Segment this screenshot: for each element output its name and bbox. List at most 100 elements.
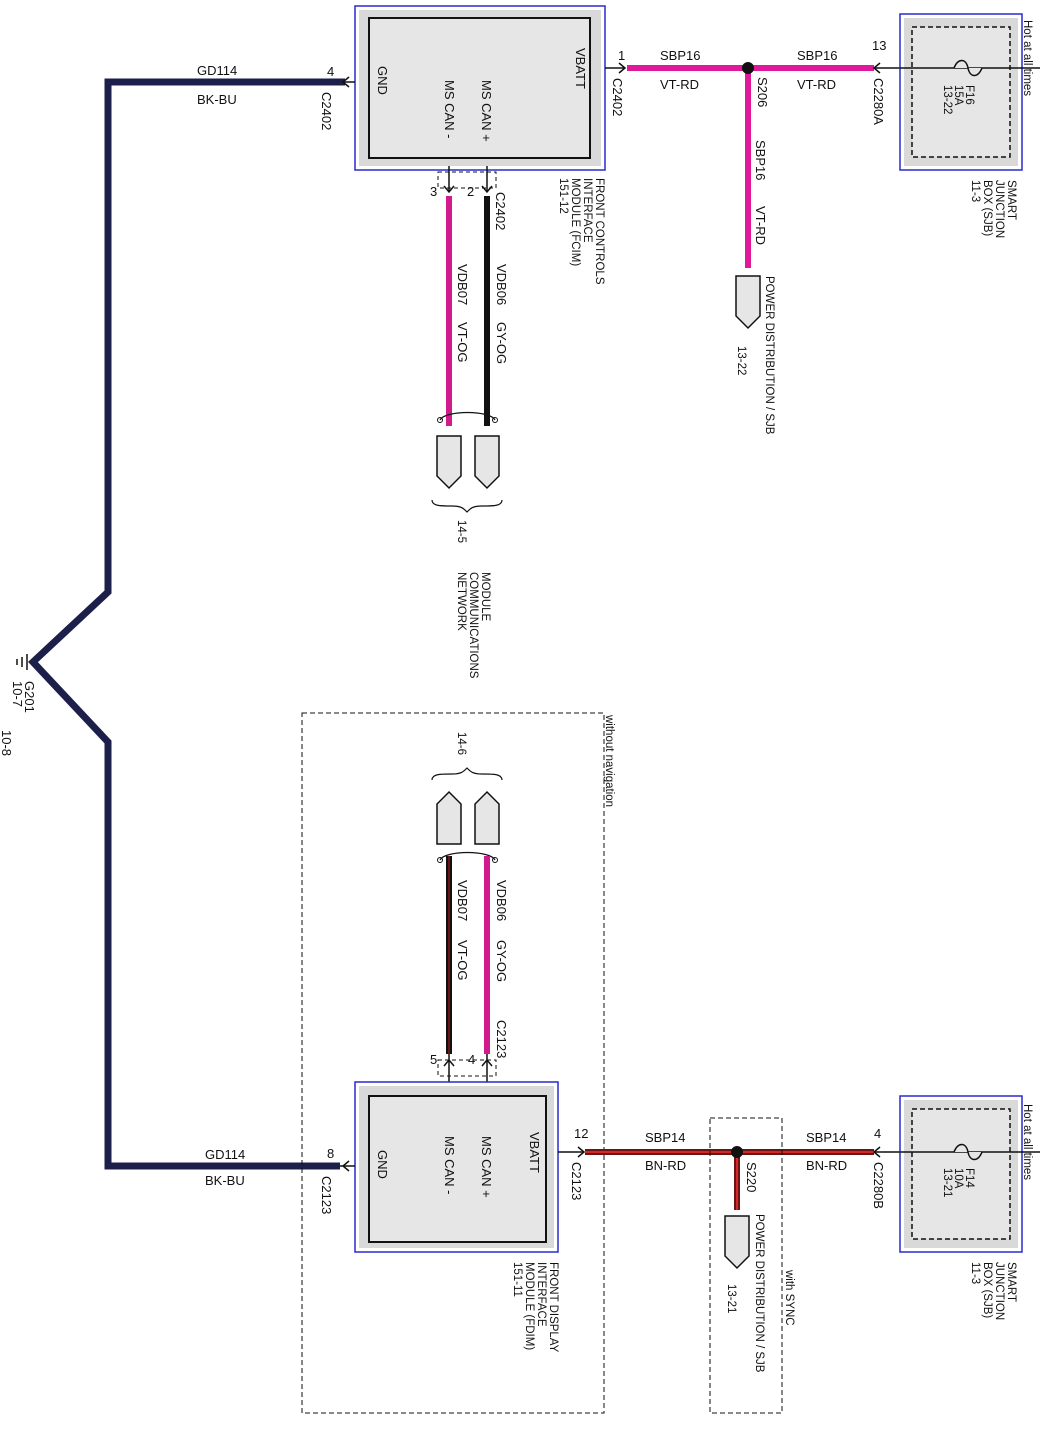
sjb-bottom-name: SMART JUNCTION BOX (SJB) 11-3: [969, 1262, 1017, 1320]
wire-label-sbp16-right: SBP16: [797, 48, 837, 63]
fdim-gnd-pin: 8: [327, 1146, 334, 1161]
svg-text:MODULE (FDIM): MODULE (FDIM): [523, 1262, 535, 1350]
harness-connector-icon: [724, 1215, 750, 1270]
wire-color-vt-og-bottom: VT-OG: [455, 940, 470, 980]
fuse-icon: [953, 1143, 983, 1161]
fdim-pin-gnd: GND: [375, 1150, 390, 1179]
ground-icon: [16, 654, 28, 670]
wire-color-bk-bu-bottom: BK-BU: [205, 1173, 245, 1188]
svg-text:SMART: SMART: [1005, 1262, 1017, 1302]
svg-text:MODULE (FCIM): MODULE (FCIM): [569, 178, 581, 266]
svg-text:JUNCTION: JUNCTION: [993, 1262, 1005, 1320]
wire-label-gd114-bottom: GD114: [205, 1147, 245, 1162]
sjb-bottom-box: [899, 1095, 1023, 1253]
sjb-top-hot: Hot at all times: [1021, 20, 1033, 96]
fcim-vbatt-pin: 1: [618, 48, 625, 63]
svg-text:FRONT DISPLAY: FRONT DISPLAY: [547, 1262, 559, 1353]
fdim-can-connector: C2123: [494, 1020, 509, 1058]
wire-label-vdb06-top: VDB06: [494, 264, 509, 305]
wire-color-vt-og-top: VT-OG: [455, 322, 470, 362]
network-name: MODULE COMMUNICATIONS NETWORK: [455, 572, 491, 679]
sjb-bottom-hot: Hot at all times: [1021, 1104, 1033, 1180]
fcim-pin-vbatt: VBATT: [573, 48, 588, 89]
wire-label-vdb06-bottom: VDB06: [494, 880, 509, 921]
fcim-name: FRONT CONTROLS INTERFACE MODULE (FCIM) 1…: [557, 178, 605, 285]
svg-text:INTERFACE: INTERFACE: [581, 178, 593, 243]
fdim-gnd-connector: C2123: [319, 1176, 334, 1214]
fcim-can-minus-pin: 3: [430, 184, 437, 199]
fdim-pin-can-minus: MS CAN -: [442, 1136, 457, 1195]
power-dist-bottom-label: POWER DISTRIBUTION / SJB: [753, 1214, 765, 1373]
network-ref-bottom: 14-6: [455, 732, 467, 755]
ground-name: G201: [22, 681, 37, 713]
sjb-bottom-amps: 10A: [952, 1168, 964, 1189]
fcim-can-plus-pin: 2: [467, 184, 474, 199]
sjb-top-fuse-ref: 13-22: [941, 85, 953, 114]
svg-text:11-3: 11-3: [969, 180, 981, 202]
ground-wire-gd114: [28, 78, 345, 1170]
connector-pin-icon: [341, 1160, 350, 1172]
with-sync-region: [709, 1117, 783, 1414]
fcim-pin-gnd: GND: [375, 66, 390, 95]
fcim-gnd-pin: 4: [327, 64, 334, 79]
fdim-can-plus-pin: 4: [468, 1052, 475, 1067]
harness-connector-icon: [436, 435, 462, 490]
fcim-pin-can-plus: MS CAN +: [479, 80, 494, 142]
connector-pin-icon: [481, 1058, 493, 1067]
fuse-icon: [953, 59, 983, 77]
harness-connector-icon: [436, 790, 462, 845]
svg-text:INTERFACE: INTERFACE: [535, 1262, 547, 1327]
sjb-bottom-fuse-ref: 13-21: [941, 1168, 953, 1197]
wire-label-sbp14-right: SBP14: [806, 1130, 846, 1145]
svg-text:FRONT CONTROLS: FRONT CONTROLS: [593, 178, 605, 285]
power-dist-bottom-ref: 13-21: [725, 1284, 737, 1313]
fcim-vbatt-connector: C2402: [610, 78, 625, 116]
svg-text:SMART: SMART: [1005, 180, 1017, 220]
splice-top-name: S206: [755, 77, 770, 107]
fdim-pin-vbatt: VBATT: [527, 1132, 542, 1173]
harness-connector-icon: [474, 435, 500, 490]
svg-text:BOX (SJB): BOX (SJB): [981, 1262, 993, 1318]
connector-pin-icon: [872, 62, 881, 74]
sjb-top-name: SMART JUNCTION BOX (SJB) 11-3: [969, 180, 1017, 238]
wire-label-vdb07-bottom: VDB07: [455, 880, 470, 921]
wire-label-gd114-top: GD114: [197, 63, 237, 78]
sjb-top-box: [899, 13, 1023, 171]
fcim-pin-can-minus: MS CAN -: [442, 80, 457, 139]
ground-ref-1: 10-7: [10, 681, 25, 707]
option-without-navigation: without navigation: [603, 714, 615, 807]
fdim-vbatt-pin: 12: [574, 1126, 588, 1141]
network-brace-top: [431, 499, 503, 513]
sjb-top-fuse: F16: [963, 85, 975, 105]
network-brace-bottom: [431, 767, 503, 781]
sjb-bottom-pin: 4: [874, 1126, 881, 1141]
connector-pin-icon: [443, 185, 455, 194]
sjb-bottom-connector: C2280B: [871, 1162, 886, 1209]
wire-label-sbp14-left: SBP14: [645, 1130, 685, 1145]
connector-pin-icon: [341, 76, 355, 88]
sjb-top-connector: C2280A: [871, 78, 886, 125]
wire-color-bk-bu-top: BK-BU: [197, 92, 237, 107]
twisted-pair-icon: [437, 851, 498, 863]
without-navigation-region: [301, 712, 605, 1414]
fdim-name: FRONT DISPLAY INTERFACE MODULE (FDIM) 15…: [511, 1262, 559, 1353]
fdim-vbatt-connector: C2123: [569, 1162, 584, 1200]
sjb-top-amps: 15A: [952, 85, 964, 106]
fcim-can-connector: C2402: [493, 192, 508, 230]
option-with-sync: with SYNC: [783, 1269, 795, 1326]
wire-color-bn-rd-right: BN-RD: [806, 1158, 847, 1173]
wire-color-vt-rd-left: VT-RD: [660, 77, 699, 92]
wire-color-bn-rd-left: BN-RD: [645, 1158, 686, 1173]
power-dist-top-ref: 13-22: [735, 346, 747, 375]
splice-icon: [731, 1146, 743, 1158]
twisted-pair-icon: [437, 411, 498, 423]
network-ref-top: 14-5: [455, 520, 467, 543]
fdim-module: [354, 1081, 559, 1253]
splice-bottom-name: S220: [744, 1162, 759, 1192]
connector-pin-icon: [577, 1146, 586, 1158]
svg-text:NETWORK: NETWORK: [455, 572, 467, 631]
fcim-module: [354, 5, 606, 171]
sjb-top-pin: 13: [872, 38, 886, 53]
svg-text:COMMUNICATIONS: COMMUNICATIONS: [467, 572, 479, 679]
wire-color-gy-og-top: GY-OG: [494, 322, 509, 364]
